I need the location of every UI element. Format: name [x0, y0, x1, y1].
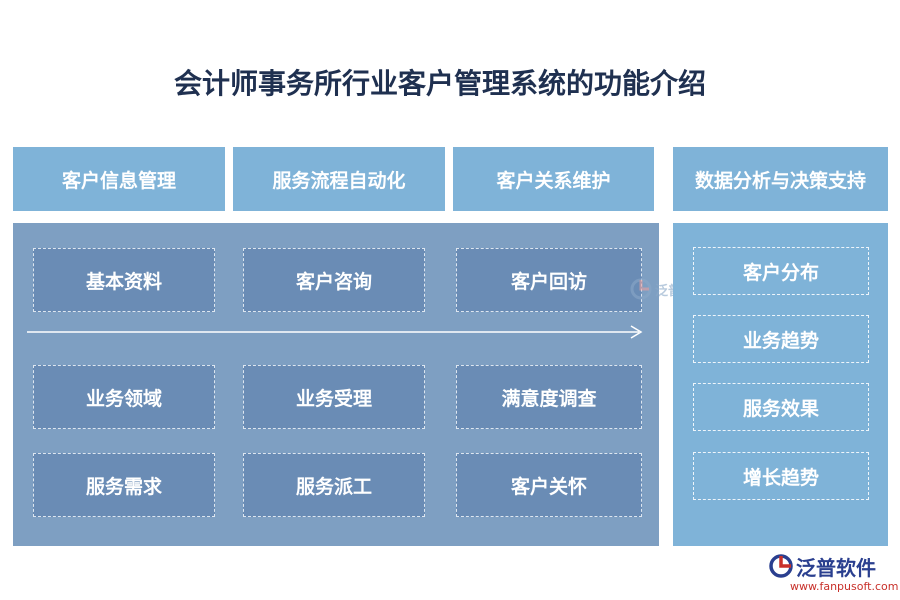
left-feature-panel: 基本资料 客户咨询 客户回访 业务领域 业务受理 满意度调查 服务需求 服务派工…: [13, 223, 659, 546]
cell-customer-consult: 客户咨询: [243, 248, 425, 312]
brand-url: www.fanpusoft.com: [790, 580, 899, 593]
right-feature-panel: 客户分布 业务趋势 服务效果 增长趋势: [673, 223, 888, 546]
cell-basic-info: 基本资料: [33, 248, 215, 312]
header-service-automation: 服务流程自动化: [233, 147, 445, 211]
cell-customer-care: 客户关怀: [456, 453, 642, 517]
cell-business-accept: 业务受理: [243, 365, 425, 429]
cell-growth-trend: 增长趋势: [693, 452, 869, 500]
fanpu-logo-icon: [630, 278, 652, 300]
cell-business-trend: 业务趋势: [693, 315, 869, 363]
cell-service-dispatch: 服务派工: [243, 453, 425, 517]
header-data-analysis: 数据分析与决策支持: [673, 147, 888, 211]
flow-arrow-icon: [27, 325, 643, 339]
cell-satisfaction-survey: 满意度调查: [456, 365, 642, 429]
brand-name: 泛普软件: [796, 556, 876, 580]
cell-service-effect: 服务效果: [693, 383, 869, 431]
page-title: 会计师事务所行业客户管理系统的功能介绍: [173, 67, 706, 100]
cell-service-demand: 服务需求: [33, 453, 215, 517]
cell-customer-revisit: 客户回访: [456, 248, 642, 312]
header-customer-relations: 客户关系维护: [453, 147, 654, 211]
header-customer-info: 客户信息管理: [13, 147, 225, 211]
cell-business-domain: 业务领域: [33, 365, 215, 429]
fanpu-logo-icon: [769, 554, 793, 578]
cell-customer-distribution: 客户分布: [693, 247, 869, 295]
